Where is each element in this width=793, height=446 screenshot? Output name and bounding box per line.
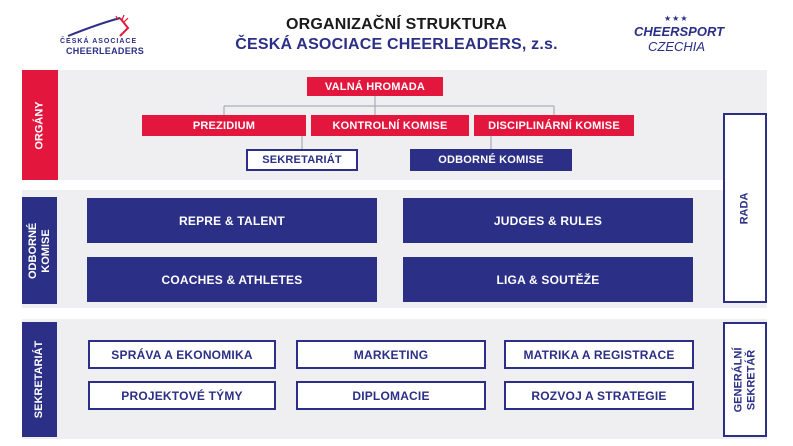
logo-line1: CHEERSPORT [634, 24, 725, 39]
prezidium-box: PREZIDIUM [142, 115, 306, 136]
liga-souteze-box: LIGA & SOUTĚŽE [403, 257, 693, 302]
logo-line2: CZECHIA [648, 39, 706, 54]
generalni-sekretar-box: GENERÁLNÍ SEKRETÁŘ [723, 322, 767, 437]
coaches-athletes-box: COACHES & ATHLETES [87, 257, 377, 302]
matrika-registrace-box: MATRIKA A REGISTRACE [504, 340, 694, 369]
sprava-ekonomika-box: SPRÁVA A EKONOMIKA [88, 340, 276, 369]
section-label-sekretariat: SEKRETARIÁT [22, 322, 57, 437]
valna-hromada-box: VALNÁ HROMADA [307, 77, 443, 96]
section-label-komise: ODBORNÉ KOMISE [22, 197, 57, 304]
marketing-box: MARKETING [296, 340, 486, 369]
sekretariat-label: SEKRETARIÁT [33, 340, 46, 419]
cheersport-logo: ★★★ CHEERSPORT CZECHIA [628, 14, 738, 58]
rada-box: RADA [723, 113, 767, 303]
disciplinarni-komise-box: DISCIPLINÁRNÍ KOMISE [474, 115, 634, 136]
logo-name: CHEERLEADERS [66, 46, 145, 56]
logo-swoosh-icon [67, 14, 130, 37]
generalni-label: GENERÁLNÍ SEKRETÁŘ [732, 347, 757, 412]
section-label-organy: ORGÁNY [22, 70, 58, 180]
logo-caption: ČESKÁ ASOCIACE [60, 38, 138, 45]
sekretariat-band [22, 319, 767, 439]
odborne-komise-box: ODBORNÉ KOMISE [410, 149, 572, 171]
repre-talent-box: REPRE & TALENT [87, 198, 377, 243]
stars-icon: ★★★ [664, 14, 689, 23]
rozvoj-strategie-box: ROZVOJ A STRATEGIE [504, 381, 694, 410]
organy-label: ORGÁNY [33, 100, 46, 150]
diplomacie-box: DIPLOMACIE [296, 381, 486, 410]
sekretariat-box: SEKRETARIÁT [246, 149, 358, 171]
judges-rules-box: JUDGES & RULES [403, 198, 693, 243]
kontrolni-komise-box: KONTROLNÍ KOMISE [311, 115, 469, 136]
projektove-tymy-box: PROJEKTOVÉ TÝMY [88, 381, 276, 410]
komise-label: ODBORNÉ KOMISE [26, 222, 52, 279]
page-title: ORGANIZAČNÍ STRUKTURA [285, 16, 508, 33]
page-subtitle: ČESKÁ ASOCIACE CHEERLEADERS, z.s. [235, 36, 558, 53]
cheerleaders-logo: ČESKÁ ASOCIACE CHEERLEADERS [58, 14, 148, 58]
rada-label: RADA [738, 192, 751, 224]
